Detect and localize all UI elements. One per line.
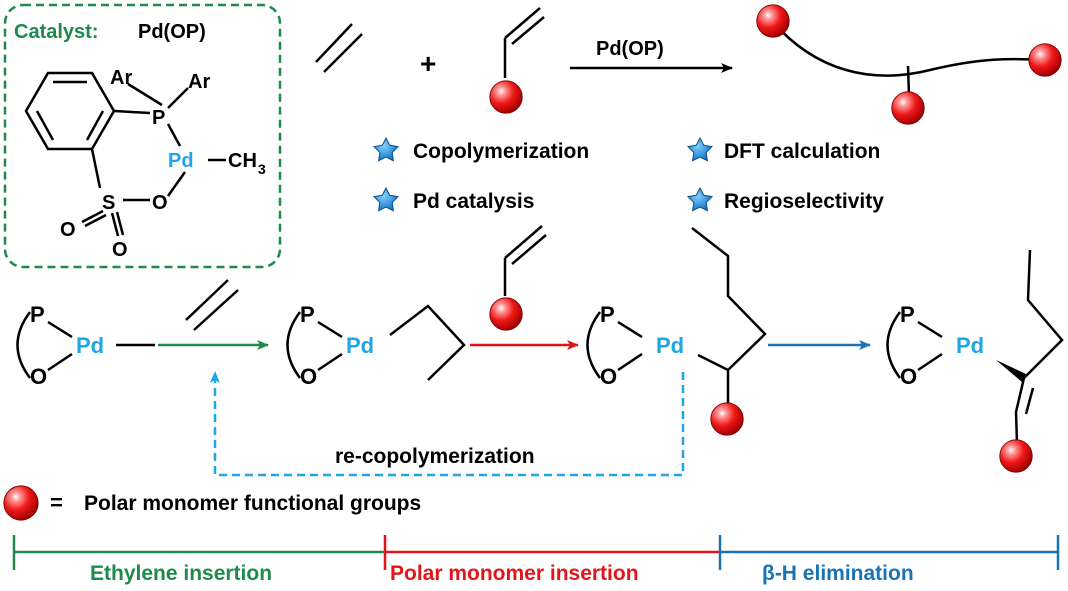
feature-label: Copolymerization [413,140,589,163]
benzene-ring [24,71,116,151]
p-label: P [300,302,315,327]
wedge-bond [996,360,1026,382]
bond-s-o-bottom [110,212,120,237]
ch3-label: CH [228,150,257,172]
pd-label: Pd [346,333,374,358]
o-label: O [900,364,917,389]
pd-label: Pd [168,150,194,172]
o-label: O [600,364,617,389]
vinyl-monomer-mechanism [503,225,547,296]
legend-text: Polar monomer functional groups [84,492,421,515]
pd-complex-polar-inserted: P Pd O [586,227,767,436]
o-left-label: O [60,219,76,241]
bond-ring-s [90,148,102,189]
star-icon [372,186,400,212]
stage-label-beta-h: β-H elimination [762,562,914,585]
star-icon [686,186,714,212]
pd-label: Pd [656,333,684,358]
feature-list: Copolymerization DFT calculation Pd cata… [372,136,884,213]
bond-p-ar1 [127,82,163,107]
star-icon [372,136,400,162]
vinyl-monomer-top [503,7,545,78]
copolymer-chain [772,21,1046,77]
o-label: O [300,364,317,389]
catalyst-panel: Catalyst: Pd(OP) Ar Ar P Pd CH [3,3,282,269]
ethylene-top [315,23,363,73]
alkyl-chain [389,304,466,381]
bond-p-pd [166,123,182,147]
ar1-label: Ar [110,67,132,89]
catalyst-title-label: Catalyst: [14,21,98,43]
feature-item: Copolymerization [372,136,589,163]
o-bottom-label: O [112,239,128,261]
pd-complex-initial: P Pd O [16,302,155,389]
catalyst-box-border [3,3,282,269]
chelate-arc [286,311,301,379]
ethylene-mechanism [185,279,239,331]
copolymer-branch [906,65,911,97]
polar-group-ball [891,91,925,125]
feature-label: Pd catalysis [413,190,534,213]
polar-group-ball [999,439,1033,473]
catalyst-title-name: Pd(OP) [138,21,206,43]
chelate-arc [586,311,601,379]
polar-group-ball [489,80,523,114]
o-label: O [30,364,47,389]
p-label: P [600,302,615,327]
stage-label-ethylene: Ethylene insertion [90,562,272,585]
o-ring-label: O [152,192,168,214]
bond-s-o-left [81,209,104,224]
bond-ring-p [113,109,151,115]
feature-label: Regioselectivity [724,190,884,213]
feature-label: DFT calculation [724,140,880,163]
chelate-arc [886,311,901,379]
feature-item: Pd catalysis [372,186,534,213]
pd-complex-beta-h: P Pd O [886,249,1064,473]
chelate-arc [16,311,31,379]
s-label: S [102,192,115,214]
polar-group-ball [1028,43,1062,77]
p-label: P [152,107,165,129]
stage-label-polar: Polar monomer insertion [390,562,639,585]
polar-group-ball [710,402,744,436]
plus-sign: + [420,48,436,79]
stage-bar: Ethylene insertion Polar monomer inserti… [12,535,1060,585]
ch3-subscript: 3 [258,161,266,177]
star-icon [686,136,714,162]
legend: = Polar monomer functional groups [3,485,421,521]
alkyl-chain [1023,249,1064,379]
polar-group-ball [3,485,39,521]
p-label: P [900,302,915,327]
alkyl-chain [691,227,767,372]
polar-group-ball [489,297,523,331]
bond-p-ar2 [167,87,189,109]
p-label: P [30,302,45,327]
reaction-arrow-label: Pd(OP) [596,38,664,60]
recopolymerization-loop: re-copolymerization [210,371,685,477]
top-reaction: + Pd(OP) [315,4,1062,125]
feature-item: Regioselectivity [686,186,884,213]
ar2-label: Ar [188,71,210,93]
legend-equals: = [50,490,63,515]
polar-group-ball [756,4,790,38]
pd-label: Pd [956,333,984,358]
pd-complex-ethylene-inserted: P Pd O [286,302,466,389]
pd-label: Pd [76,333,104,358]
feature-item: DFT calculation [686,136,880,163]
bond-pd-o [166,171,187,197]
recopolymerization-label: re-copolymerization [335,445,535,468]
